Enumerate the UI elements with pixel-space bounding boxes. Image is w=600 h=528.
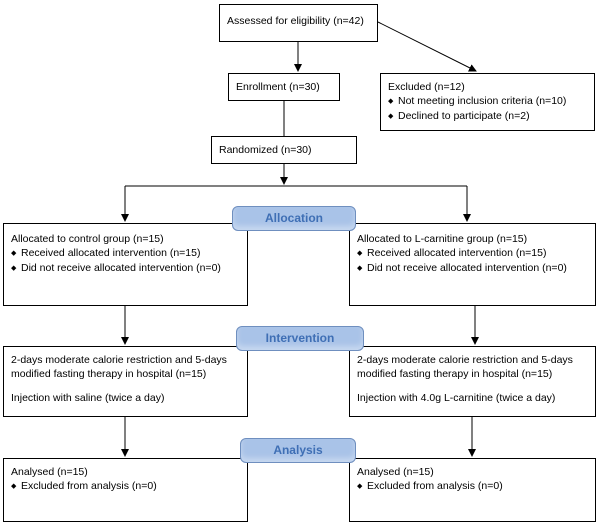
excluded-box: Excluded (n=12) ◆Not meeting inclusion c… <box>380 73 595 131</box>
intervention-right-line2: modified fasting therapy in hospital (n=… <box>357 368 553 380</box>
randomized-box: Randomized (n=30) <box>211 136 357 164</box>
analysis-right-title: Analysed (n=15) <box>357 466 434 478</box>
enrollment-box: Enrollment (n=30) <box>228 73 340 101</box>
analysis-right-item: ◆Excluded from analysis (n=0) <box>357 480 503 492</box>
allocation-left-item: ◆Received allocated intervention (n=15) <box>11 247 201 259</box>
bullet-icon: ◆ <box>11 265 17 272</box>
analysis-left-item: ◆Excluded from analysis (n=0) <box>11 480 157 492</box>
analysis-left-box: Analysed (n=15) ◆Excluded from analysis … <box>3 458 248 522</box>
bullet-icon: ◆ <box>11 250 17 257</box>
bullet-icon: ◆ <box>357 250 363 257</box>
bullet-icon: ◆ <box>357 265 363 272</box>
allocation-left-title: Allocated to control group (n=15) <box>11 233 164 245</box>
allocation-left-box: Allocated to control group (n=15) ◆Recei… <box>3 223 248 306</box>
bullet-icon: ◆ <box>388 113 394 120</box>
allocation-stage-label: Allocation <box>232 206 356 231</box>
intervention-right-box: 2-days moderate calorie restriction and … <box>349 346 596 417</box>
intervention-right-line3: Injection with 4.0g L-carnitine (twice a… <box>357 392 556 404</box>
allocation-right-title: Allocated to L-carnitine group (n=15) <box>357 233 528 245</box>
arrow-assessed-excluded <box>377 21 477 72</box>
randomized-text: Randomized (n=30) <box>219 144 312 156</box>
enrollment-text: Enrollment (n=30) <box>236 81 320 93</box>
allocation-right-box: Allocated to L-carnitine group (n=15) ◆R… <box>349 223 596 306</box>
bullet-icon: ◆ <box>357 483 363 490</box>
bullet-icon: ◆ <box>388 98 394 105</box>
analysis-stage-label: Analysis <box>240 438 356 463</box>
allocation-right-item: ◆Received allocated intervention (n=15) <box>357 247 547 259</box>
excluded-item: ◆Declined to participate (n=2) <box>388 110 530 122</box>
analysis-left-title: Analysed (n=15) <box>11 466 88 478</box>
bullet-icon: ◆ <box>11 483 17 490</box>
intervention-left-box: 2-days moderate calorie restriction and … <box>3 346 248 417</box>
allocation-right-item: ◆Did not receive allocated intervention … <box>357 262 567 274</box>
analysis-right-box: Analysed (n=15) ◆Excluded from analysis … <box>349 458 596 522</box>
eligibility-text: Assessed for eligibility (n=42) <box>227 15 364 27</box>
eligibility-box: Assessed for eligibility (n=42) <box>219 4 378 42</box>
excluded-item: ◆Not meeting inclusion criteria (n=10) <box>388 95 567 107</box>
intervention-right-line1: 2-days moderate calorie restriction and … <box>357 354 573 366</box>
intervention-left-line2: modified fasting therapy in hospital (n=… <box>11 368 207 380</box>
intervention-stage-label: Intervention <box>236 326 364 351</box>
intervention-left-line3: Injection with saline (twice a day) <box>11 392 165 404</box>
excluded-title: Excluded (n=12) <box>388 81 465 93</box>
intervention-left-line1: 2-days moderate calorie restriction and … <box>11 354 227 366</box>
allocation-left-item: ◆Did not receive allocated intervention … <box>11 262 221 274</box>
